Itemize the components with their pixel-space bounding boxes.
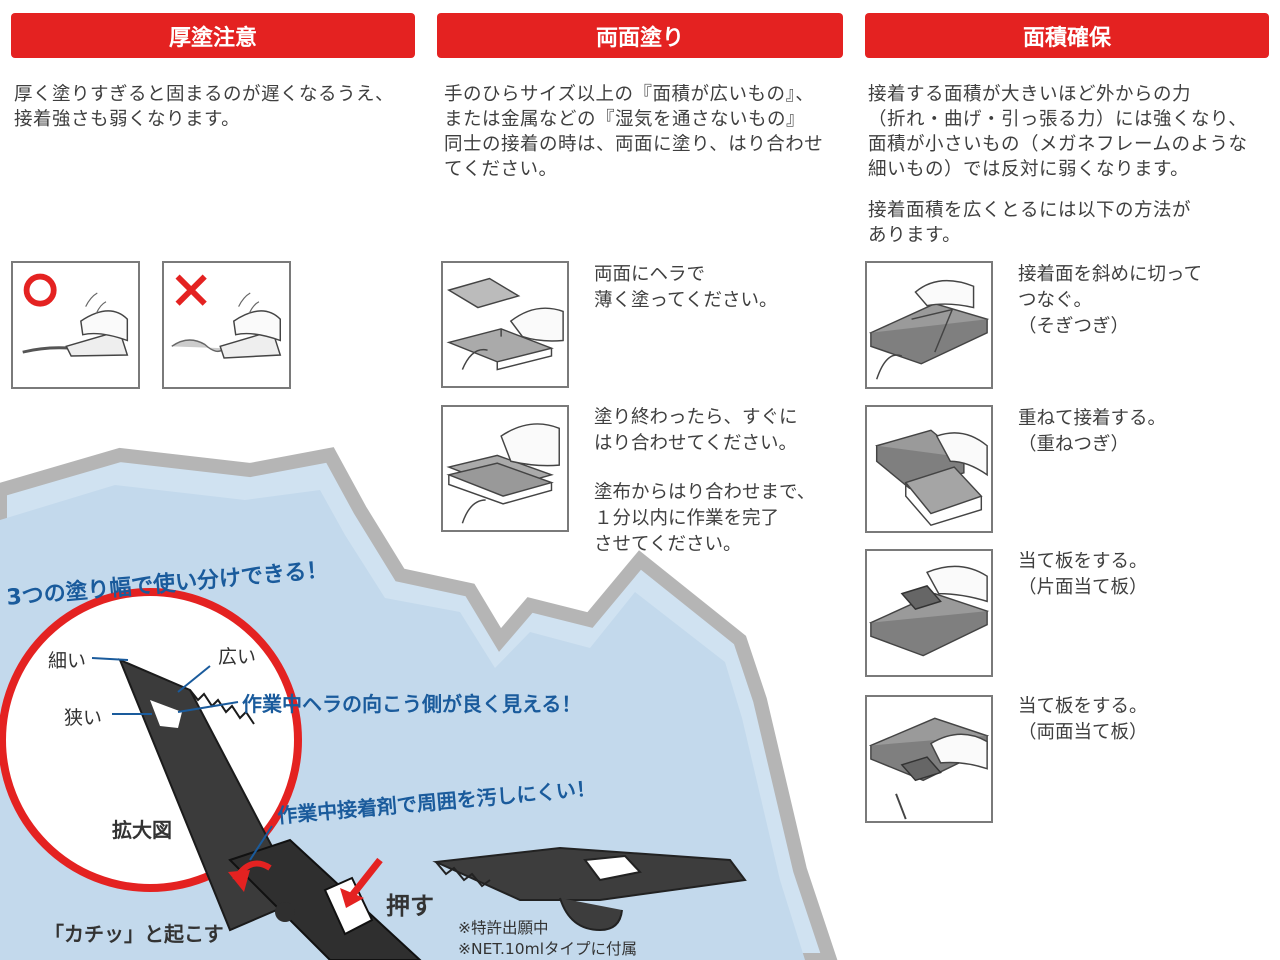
lap-joint-image (865, 405, 993, 533)
lap-joint-text: 重ねて接着する。 （重ねつぎ） (1018, 408, 1167, 455)
good-mark-icon (23, 273, 57, 307)
patent-note: ※特許出願中 ※NET.10mlタイプに付属 (458, 919, 638, 958)
lift-label: 「カチッ」と起こす (44, 922, 224, 946)
header-double-sided: 両面塗り (437, 13, 843, 58)
double-sided-step1-image (441, 261, 569, 388)
width-wide-label: 広い (218, 646, 257, 668)
width-tight-label: 狭い (64, 707, 103, 729)
area-secure-methods-intro: 接着面積を広くとるには以下の方法が あります。 (868, 200, 1192, 246)
single-patch-text: 当て板をする。 （片面当て板） (1018, 551, 1148, 598)
header-area-secure: 面積確保 (865, 13, 1269, 58)
double-sided-step2-text: 塗り終わったら、すぐに はり合わせてください。 (594, 407, 798, 454)
double-patch-text: 当て板をする。 （両面当て板） (1018, 696, 1148, 743)
area-secure-text: 接着する面積が大きいほど外からの力 （折れ・曲げ・引っ張る力）には強くなり、 面… (868, 84, 1248, 180)
scarf-joint-image (865, 261, 993, 389)
double-sided-step1-text: 両面にヘラで 薄く塗ってください。 (594, 264, 778, 311)
bad-mark-icon (175, 274, 207, 306)
thick-coat-text: 厚く塗りすぎると固まるのが遅くなるうえ、 接着強さも弱くなります。 (14, 84, 395, 130)
zoom-label: 拡大図 (112, 818, 172, 842)
width-narrow-label: 細い (48, 650, 87, 672)
header-thick-coat-caution: 厚塗注意 (11, 13, 415, 58)
bad-example-image (162, 261, 291, 389)
push-label: 押す (386, 892, 434, 920)
double-sided-step2-image (441, 405, 569, 532)
single-patch-image (865, 549, 993, 677)
good-example-image (11, 261, 140, 389)
visibility-feature-callout: 作業中ヘラの向こう側が良く見える！ (242, 692, 582, 716)
double-patch-image (865, 695, 993, 823)
double-sided-timing-text: 塗布からはり合わせまで、 １分以内に作業を完了 させてください。 (594, 482, 816, 555)
spatula-illustration (0, 588, 747, 960)
double-sided-text: 手のひらサイズ以上の『面積が広いもの』、 または金属などの『湿気を通さないもの』… (444, 84, 824, 180)
scarf-joint-text: 接着面を斜めに切って つなぐ。 （そぎつぎ） (1018, 264, 1203, 337)
